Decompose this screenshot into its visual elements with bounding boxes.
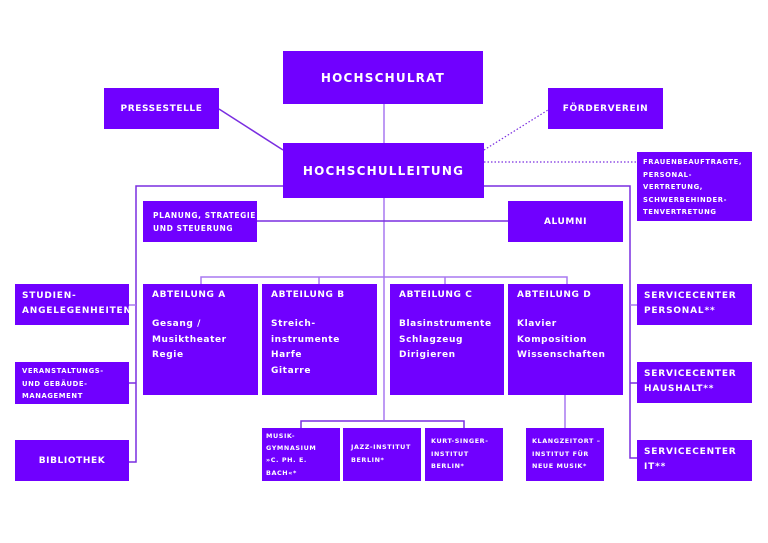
veranstaltung-line: UND GEBÄUDE- <box>22 379 88 388</box>
hochschulleitung-label: HOCHSCHULLEITUNG <box>302 163 465 178</box>
line-dept-bar <box>200 276 568 284</box>
gleichstellung-line: VERTRETUNG, <box>643 183 703 191</box>
gleichstellung-line: FRAUENBEAUFTRAGTE, <box>643 158 743 166</box>
jazz-line: JAZZ-INSTITUT <box>351 443 411 451</box>
dept-item: Wissenschaften <box>517 350 606 360</box>
hochschulrat-label: HOCHSCHULRAT <box>320 70 446 85</box>
gymnasium-line: BACH«* <box>266 468 297 477</box>
dept-item: Streich- <box>271 319 316 329</box>
box-musikgymnasium[interactable]: MUSIK- GYMNASIUM »C. PH. E. BACH«* <box>262 428 340 481</box>
jazz-line: BERLIN* <box>351 455 385 464</box>
klangzeitort-line: KLANGZEITORT – <box>532 437 601 445</box>
dept-item: Dirigieren <box>399 350 456 360</box>
dept-item: Musiktheater <box>152 334 227 345</box>
gleichstellung-line: SCHWERBEHINDER- <box>643 195 728 204</box>
planung-line: PLANUNG, STRATEGIE <box>153 211 256 220</box>
dept-title: ABTEILUNG A <box>152 290 226 300</box>
studien-line: STUDIEN- <box>22 291 77 301</box>
veranstaltung-line: MANAGEMENT <box>22 392 83 400</box>
gymnasium-line: MUSIK- <box>266 432 296 440</box>
pressestelle-label: PRESSESTELLE <box>120 103 203 114</box>
box-kurt-singer-institut[interactable]: KURT-SINGER- INSTITUT BERLIN* <box>425 428 503 481</box>
klangzeitort-line: INSTITUT FÜR <box>532 449 589 458</box>
box-hochschulleitung[interactable]: HOCHSCHULLEITUNG <box>283 143 484 198</box>
line-foerderverein <box>483 109 549 151</box>
dept-item: Regie <box>152 350 184 360</box>
box-abteilung-a[interactable]: ABTEILUNG A Gesang / Musiktheater Regie <box>143 284 258 395</box>
box-servicecenter-haushalt[interactable]: SERVICECENTER HAUSHALT** <box>637 362 752 403</box>
dept-item: Klavier <box>517 319 557 329</box>
line-inst-bar <box>300 420 465 428</box>
box-jazz-institut[interactable]: JAZZ-INSTITUT BERLIN* <box>343 428 421 481</box>
box-gleichstellung[interactable]: FRAUENBEAUFTRAGTE, PERSONAL- VERTRETUNG,… <box>637 152 752 221</box>
dept-title: ABTEILUNG D <box>517 290 592 300</box>
line-left-bracket <box>129 185 283 463</box>
gymnasium-line: »C. PH. E. <box>266 456 307 465</box>
klangzeitort-line: NEUE MUSIK* <box>532 462 587 470</box>
personal-line: PERSONAL** <box>644 306 716 316</box>
dept-title: ABTEILUNG B <box>271 290 345 300</box>
gymnasium-line: GYMNASIUM <box>266 444 317 453</box>
box-servicecenter-it[interactable]: SERVICECENTER IT** <box>637 440 752 481</box>
it-line: SERVICECENTER <box>644 447 737 457</box>
haushalt-line: SERVICECENTER <box>644 369 737 379</box>
haushalt-line: HAUSHALT** <box>644 384 715 394</box>
box-servicecenter-personal[interactable]: SERVICECENTER PERSONAL** <box>637 284 752 325</box>
line-pressestelle <box>218 108 284 151</box>
dept-item: Blasinstrumente <box>399 319 492 329</box>
dept-item: instrumente <box>271 334 340 345</box>
dept-item: Harfe <box>271 350 303 360</box>
gleichstellung-line: TENVERTRETUNG <box>643 208 717 216</box>
box-veranstaltungsmanagement[interactable]: VERANSTALTUNGS- UND GEBÄUDE- MANAGEMENT <box>15 362 129 404</box>
kurt-line: BERLIN* <box>431 462 465 470</box>
box-alumni[interactable]: ALUMNI <box>508 201 623 242</box>
dept-item: Schlagzeug <box>399 334 464 345</box>
dept-title: ABTEILUNG C <box>399 290 473 300</box>
kurt-line: INSTITUT <box>431 449 469 458</box>
box-klangzeitort[interactable]: KLANGZEITORT – INSTITUT FÜR NEUE MUSIK* <box>526 428 604 481</box>
personal-line: SERVICECENTER <box>644 291 737 301</box>
box-abteilung-b[interactable]: ABTEILUNG B Streich- instrumente Harfe G… <box>262 284 377 395</box>
bibliothek-label: BIBLIOTHEK <box>38 455 106 466</box>
dept-item: Komposition <box>517 334 588 345</box>
line-right-bracket <box>484 185 637 459</box>
kurt-line: KURT-SINGER- <box>431 437 489 445</box>
box-bibliothek[interactable]: BIBLIOTHEK <box>15 440 129 481</box>
box-pressestelle[interactable]: PRESSESTELLE <box>104 88 219 129</box>
dept-item: Gesang / <box>152 319 201 329</box>
box-hochschulrat[interactable]: HOCHSCHULRAT <box>283 51 483 104</box>
box-studienangelegenheiten[interactable]: STUDIEN- ANGELEGENHEITEN <box>15 284 132 325</box>
foerderverein-label: FÖRDERVEREIN <box>562 103 649 114</box>
box-abteilung-c[interactable]: ABTEILUNG C Blasinstrumente Schlagzeug D… <box>390 284 504 395</box>
it-line: IT** <box>644 462 667 472</box>
planung-line: UND STEUERUNG <box>153 224 234 233</box>
box-abteilung-d[interactable]: ABTEILUNG D Klavier Komposition Wissensc… <box>508 284 623 395</box>
gleichstellung-line: PERSONAL- <box>643 170 693 179</box>
studien-line: ANGELEGENHEITEN <box>22 306 132 316</box>
box-foerderverein[interactable]: FÖRDERVEREIN <box>548 88 663 129</box>
dept-item: Gitarre <box>271 365 312 376</box>
box-planung[interactable]: PLANUNG, STRATEGIE UND STEUERUNG <box>143 201 257 242</box>
veranstaltung-line: VERANSTALTUNGS- <box>22 367 104 375</box>
alumni-label: ALUMNI <box>543 216 588 227</box>
